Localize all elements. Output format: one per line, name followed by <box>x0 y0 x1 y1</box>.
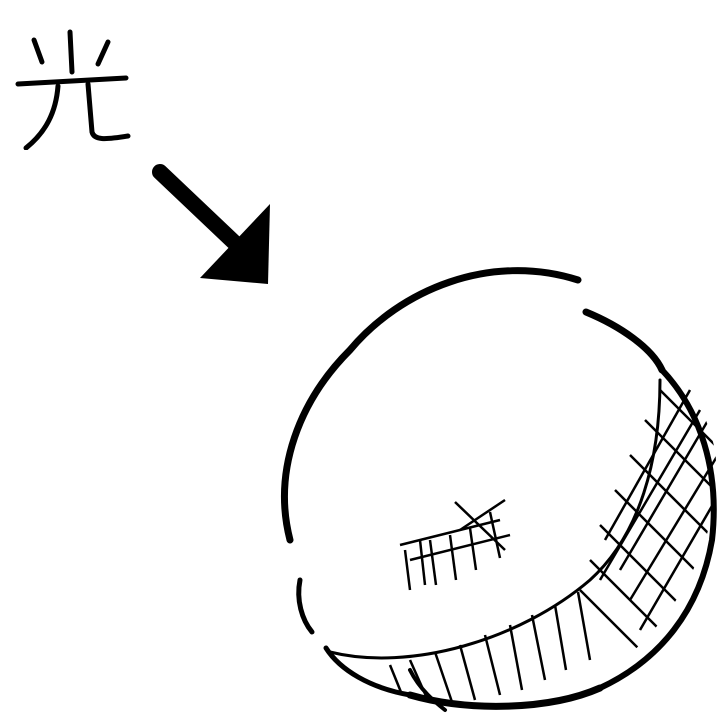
kanji-hikari-drawing <box>12 20 137 150</box>
shadow-hatching <box>390 390 724 705</box>
midtone-hatching <box>400 500 510 590</box>
shaded-sphere-icon <box>260 240 724 713</box>
light-kanji-label: 光 <box>12 20 137 150</box>
sphere-outline <box>285 271 714 710</box>
